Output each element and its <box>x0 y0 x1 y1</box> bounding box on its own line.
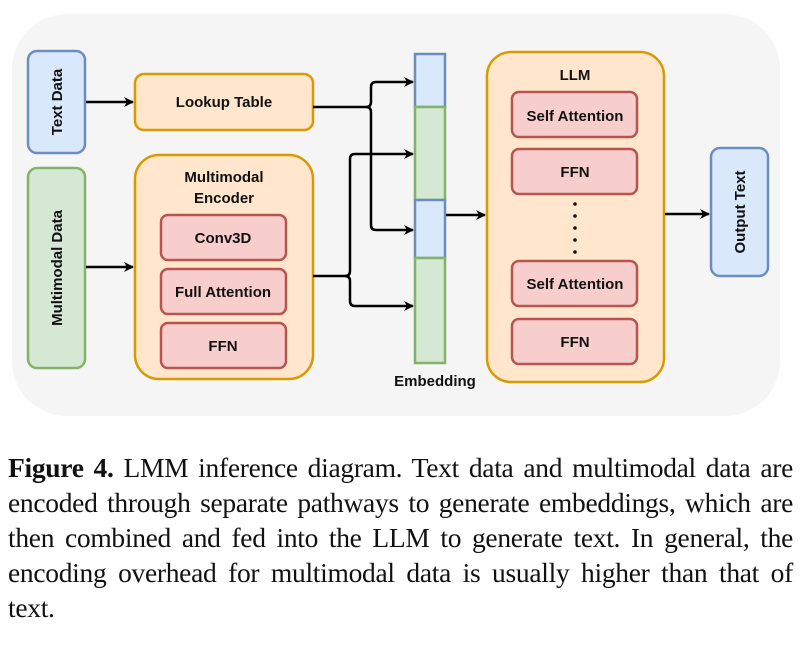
lookup-table-box: Lookup Table <box>133 72 315 132</box>
encoder-layer-ffn: FFN <box>159 321 288 370</box>
llm-layer-label: FFN <box>560 164 589 181</box>
llm-layer-self-attention-1: Self Attention <box>510 90 639 139</box>
text-data-label: Text Data <box>49 68 66 135</box>
lmm-inference-diagram: Text Data Multimodal Data Lookup Table M… <box>26 49 770 390</box>
figure-caption-text: LMM inference diagram. Text data and mul… <box>8 452 793 623</box>
multimodal-data-label: Multimodal Data <box>49 209 66 325</box>
llm-box: LLM Self Attention FFN Self Attention FF… <box>485 50 666 384</box>
encoder-layer-label: FFN <box>208 338 237 355</box>
multimodal-encoder-box: Multimodal Encoder Conv3D Full Attention… <box>133 153 315 381</box>
arrow-encoder-to-embedding-2 <box>344 274 414 311</box>
embedding-segment-multimodal-1 <box>413 105 447 202</box>
output-text-label: Output Text <box>732 170 749 253</box>
encoder-title-line1: Multimodal <box>184 169 263 186</box>
llm-layer-ffn-1: FFN <box>510 147 639 196</box>
embedding-segment-multimodal-2 <box>413 256 447 365</box>
encoder-title-line2: Encoder <box>194 190 254 207</box>
llm-layer-label: FFN <box>560 334 589 351</box>
output-text-box: Output Text <box>709 146 770 278</box>
encoder-layer-label: Full Attention <box>175 284 271 301</box>
multimodal-data-box: Multimodal Data <box>26 166 87 370</box>
encoder-layer-label: Conv3D <box>195 230 252 247</box>
figure-caption: Figure 4. LMM inference diagram. Text da… <box>8 450 793 625</box>
llm-layer-self-attention-2: Self Attention <box>510 259 639 308</box>
llm-ellipsis <box>573 202 577 254</box>
encoder-layer-conv3d: Conv3D <box>159 213 288 262</box>
lookup-table-label: Lookup Table <box>176 94 272 111</box>
connectors <box>86 77 710 311</box>
llm-title: LLM <box>560 67 591 84</box>
embedding-segment-text-2 <box>413 198 447 260</box>
figure-label: Figure 4. <box>8 452 114 483</box>
embedding-label: Embedding <box>394 373 476 390</box>
embedding-column: Embedding <box>394 52 476 390</box>
llm-layer-label: Self Attention <box>527 276 624 293</box>
embedding-segment-text-1 <box>413 52 447 109</box>
llm-layer-label: Self Attention <box>527 108 624 125</box>
arrow-lookup-to-embedding-2 <box>365 105 414 235</box>
text-data-box: Text Data <box>26 49 87 155</box>
llm-layer-ffn-2: FFN <box>510 317 639 366</box>
encoder-layer-full-attention: Full Attention <box>159 267 288 316</box>
